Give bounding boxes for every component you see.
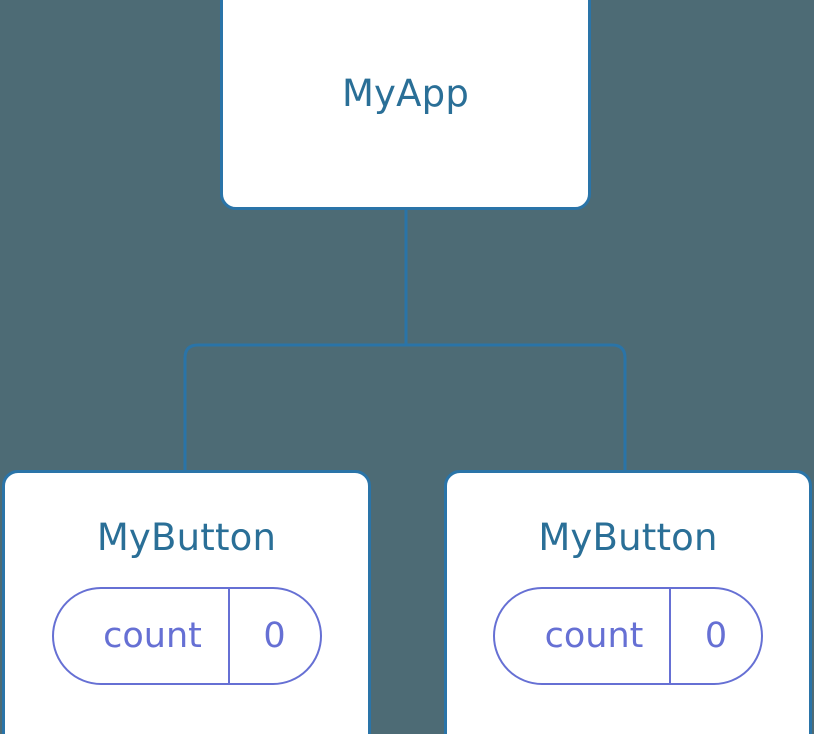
state-value-1: 0 [227,589,320,683]
state-key-1: count [103,615,202,656]
state-key-2: count [544,615,644,656]
edge-to-child-right [406,343,627,472]
state-value-2: 0 [669,589,761,683]
node-mybutton-1[interactable]: MyButton count 0 [2,470,371,734]
state-pill-2[interactable]: count 0 [493,587,763,685]
node-mybutton-2[interactable]: MyButton count 0 [444,470,812,734]
edge-to-child-left [183,343,406,472]
node-mybutton-2-label: MyButton [538,516,718,559]
node-myapp[interactable]: MyApp [220,0,591,210]
state-pill-1[interactable]: count 0 [51,587,322,685]
node-myapp-label: MyApp [341,71,470,115]
node-mybutton-1-label: MyButton [96,516,277,559]
